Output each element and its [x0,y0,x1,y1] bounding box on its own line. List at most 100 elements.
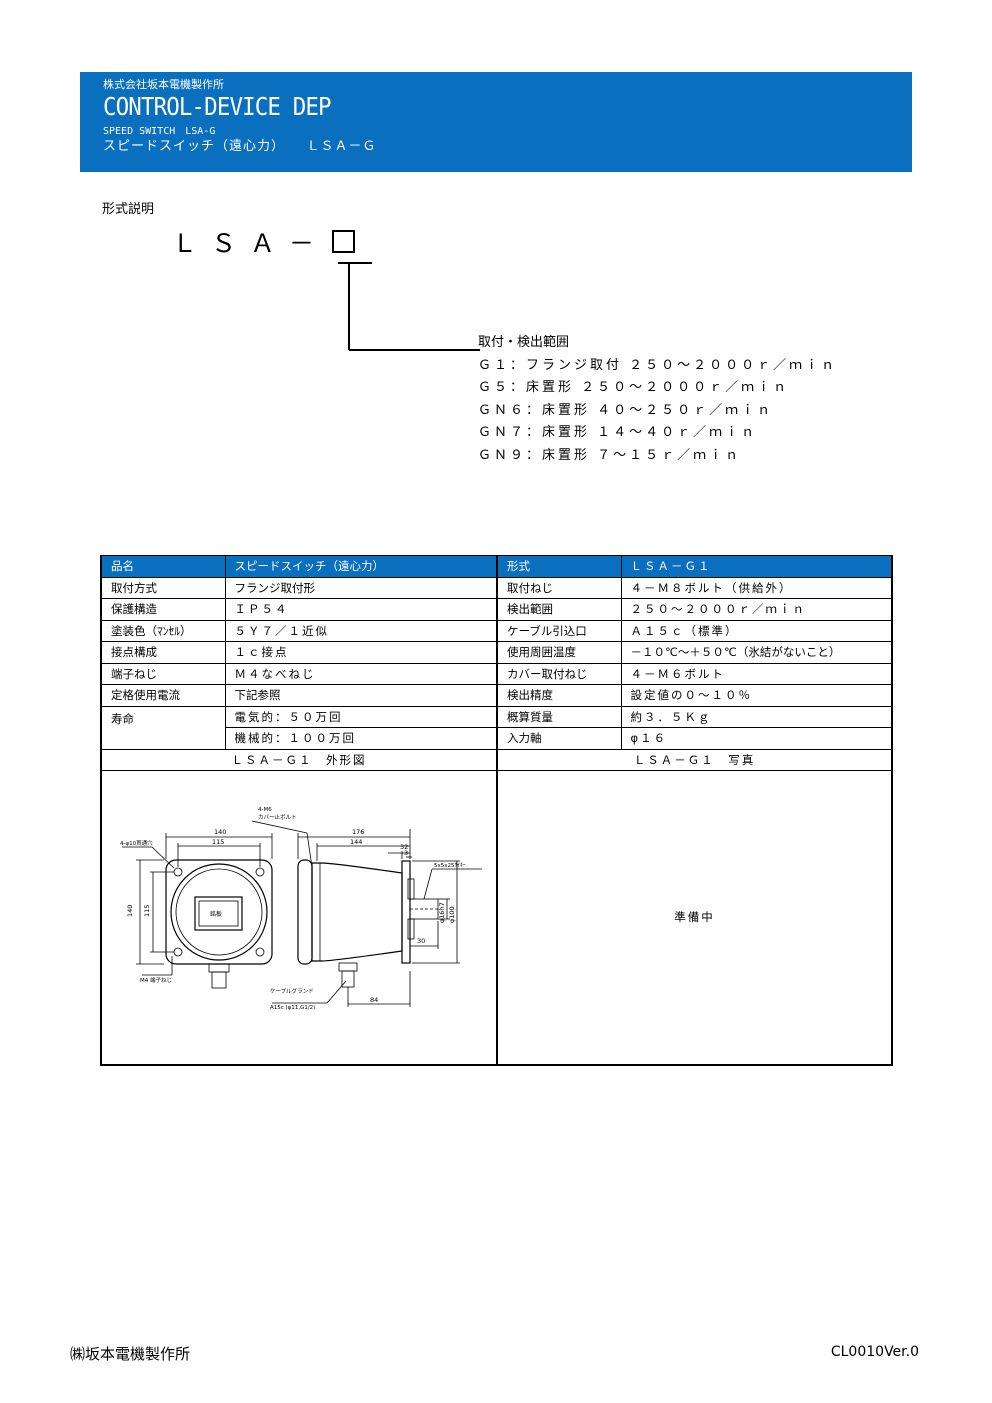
drawing-note: 4-M6 [258,807,272,813]
life-label: 寿命 [100,705,226,750]
range-item: ＧＮ７：床置形 １４～４０ｒ／ｍｉｎ [478,425,758,440]
drawing-note: M4 端子ねじ [140,976,172,984]
dim-label: φ100 [448,906,456,923]
mount-hole [173,947,183,957]
spec-header-row: 品名 スピードスイッチ（遠心力） 形式 ＬＳＡ－Ｇ１ [100,555,893,578]
range-item: Ｇ１：フランジ取付 ２５０～２０００ｒ／ｍｉｎ [478,357,838,373]
dim-label: 30 [417,937,425,945]
table-row: 保護構造 ＩＰ５４ 検出範囲 ２５０～２０００ｒ／ｍｉｎ [100,598,893,621]
life-electrical: 電気的：５０万回 [224,705,498,728]
dim-label: 3 [404,849,408,857]
range-item: ＧＮ９：床置形 ７～１５ｒ／ｍｉｎ [478,447,742,463]
table-row: ＬＳＡ－Ｇ１ 外形図 ＬＳＡ－Ｇ１ 写真 [100,748,893,771]
spec-label: 端子ねじ [100,662,226,685]
model-code-placeholder-box [332,230,356,253]
range-list: 取付・検出範囲 Ｇ１：フランジ取付 ２５０～２０００ｒ／ｍｉｎ Ｇ５：床置形 ２… [478,332,837,467]
photo-title: ＬＳＡ－Ｇ１ 写真 [496,748,893,771]
company-name: 株式会社坂本電機製作所 [103,78,224,91]
mount-hole [173,867,183,877]
spec-value: 下記参照 [224,684,498,707]
mass-label: 概算質量 [496,705,622,728]
spec-label: 定格使用電流 [100,684,226,707]
drawing-title: ＬＳＡ－Ｇ１ 外形図 [100,748,498,771]
nameplate-inner [198,900,239,927]
spec-label: 取付ねじ [496,576,622,599]
spec-value: Ａ１５ｃ（標準） [620,619,893,642]
spec-label: 取付方式 [100,576,226,599]
table-row: 寿命 電気的：５０万回 概算質量 約３．５Ｋｇ [100,705,893,750]
life-mechanical: 機械的：１００万回 [224,727,498,750]
dim-label: 32 [400,843,408,851]
shaft-collar [407,878,415,900]
front-view-cover-inner [175,868,263,956]
table-row: 取付方式 フランジ取付形 取付ねじ ４－Ｍ８ボルト（供給外） [100,576,893,599]
spec-label: 塗装色（ﾏﾝｾﾙ） [100,619,226,642]
dim-label: 144 [350,838,362,846]
spec-label: 使用周囲温度 [496,641,622,664]
product-title-jp: スピードスイッチ（遠心力） ＬＳＡ－Ｇ [103,139,377,154]
side-cable-gland [341,970,355,988]
spec-label: ケーブル引込口 [496,619,622,642]
spec-value: －１０℃～＋５０℃（氷結がないこと） [620,641,893,664]
photo-placeholder-text: 準備中 [674,910,715,925]
mass-value: 約３．５Ｋｇ [620,705,893,728]
front-view-cover [170,863,268,961]
shaft-value: φ１６ [620,727,893,750]
model-label: 形式 [496,555,622,578]
spec-value: フランジ取付形 [224,576,498,599]
section-title: 形式説明 [102,202,155,217]
model-bracket-line [338,262,480,351]
drawing-note: 5x5x25ｻｲｷｰ [434,862,466,869]
table-row: 機械的：１００万回 入力軸 φ１６ [101,727,893,750]
mount-hole [255,867,265,877]
drawing-note: ケーブルグランド [270,987,314,995]
drawing-note: 銘板 [210,910,222,918]
drawing-note: 4-φ10貫通穴 [120,839,153,847]
cable-gland-body [211,971,227,989]
spec-label: 接点構成 [100,641,226,664]
spec-table: 品名 スピードスイッチ（遠心力） 形式 ＬＳＡ－Ｇ１ 取付方式 フランジ取付形 … [100,555,893,1066]
dim-label: 115 [143,905,151,917]
table-row: 140 115 176 144 32 3 30 84 140 115 φ16h7… [100,770,893,1066]
photo-cell: 準備中 [496,770,893,1066]
model-code: ＬＳＡ－ [172,224,356,260]
spec-value: 設定値の０～１０％ [620,684,893,707]
spec-value: １ｃ接点 [224,641,498,664]
spec-value: ＩＰ５４ [224,598,498,621]
side-view-flange [401,860,411,964]
spec-value: ２５０～２０００ｒ／ｍｉｎ [620,598,893,621]
input-shaft [409,898,439,920]
dim-label: 140 [126,905,134,917]
department-name: CONTROL-DEVICE DEP [103,92,332,121]
spec-label: 検出範囲 [496,598,622,621]
spec-value: ４－Ｍ６ボルト [620,662,893,685]
dim-label: φ16h7 [438,902,446,923]
footer-doc-id: CL0010Ver.0 [830,1344,919,1360]
dim-label: 115 [212,838,224,846]
side-view-cover [297,859,313,965]
drawing-note: カバー止ボルト [258,813,297,821]
spec-label: 保護構造 [100,598,226,621]
dim-label: 84 [370,996,378,1004]
side-view-body [311,862,403,962]
spec-label: 検出精度 [496,684,622,707]
outline-drawing-cell: 140 115 176 144 32 3 30 84 140 115 φ16h7… [100,770,498,1066]
cable-gland [208,963,230,973]
table-row: 塗装色（ﾏﾝｾﾙ） ５Ｙ７／１近似 ケーブル引込口 Ａ１５ｃ（標準） [100,619,893,642]
drawing-note: A15c (φ11,G1/2) [270,1005,315,1011]
spec-value: ４－Ｍ８ボルト（供給外） [620,576,893,599]
model-code-text: ＬＳＡ－ [172,229,329,258]
table-row: 端子ねじ Ｍ４なべねじ カバー取付ねじ ４－Ｍ６ボルト [100,662,893,685]
spec-label: カバー取付ねじ [496,662,622,685]
product-title-en: SPEED SWITCH LSA-G [103,126,216,137]
header-banner: 株式会社坂本電機製作所 CONTROL-DEVICE DEP SPEED SWI… [80,72,912,172]
shaft-label: 入力軸 [496,727,622,750]
outline-drawing: 140 115 176 144 32 3 30 84 140 115 φ16h7… [120,807,482,1011]
dim-label: 140 [214,828,226,836]
range-heading: 取付・検出範囲 [478,335,570,350]
footer-company: ㈱坂本電機製作所 [70,1345,191,1363]
dim-label: 176 [352,828,364,836]
table-row: 接点構成 １ｃ接点 使用周囲温度 －１０℃～＋５０℃（氷結がないこと） [100,641,893,664]
range-item: ＧＮ６：床置形 ４０～２５０ｒ／ｍｉｎ [478,402,774,418]
model-value: ＬＳＡ－Ｇ１ [620,555,893,578]
